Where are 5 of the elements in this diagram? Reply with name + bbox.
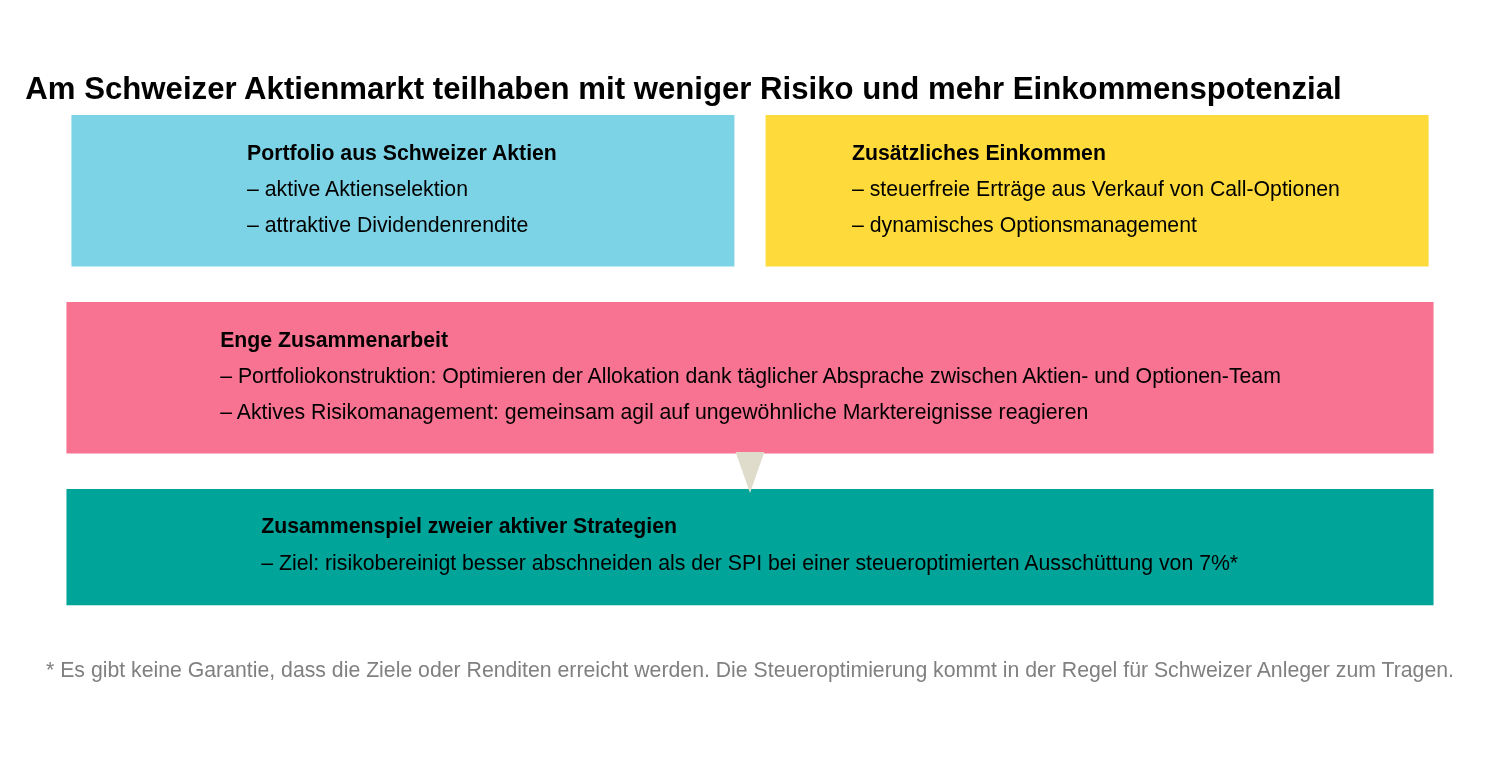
node-box: Zusammenspiel zweier aktiver Strategien – Ziel: risikobereinigt besser abschneiden als der SPI bei einer steueroptimierten Ausschüttung von 7%* [66, 488, 1434, 605]
node-box: Portfolio aus Schweizer Aktien – aktive Aktienselektion – attraktive Dividendenrendite [71, 114, 735, 267]
node-box: Zusätzliches Einkommen – steuerfreie Erträge aus Verkauf von Call-Optionen – dynamisches Optionsmanagement [765, 114, 1429, 267]
caption: * Es gibt keine Garantie, dass die Ziele oder Renditen erreicht werden. Die Steueroptimierung kommt in der Regel für Schweizer Anleger zum Tragen. [46, 657, 1454, 682]
diagram-title: Am Schweizer Aktienmarkt teilhaben mit weniger Risiko und mehr Einkommenspotenzial [25, 70, 1342, 106]
